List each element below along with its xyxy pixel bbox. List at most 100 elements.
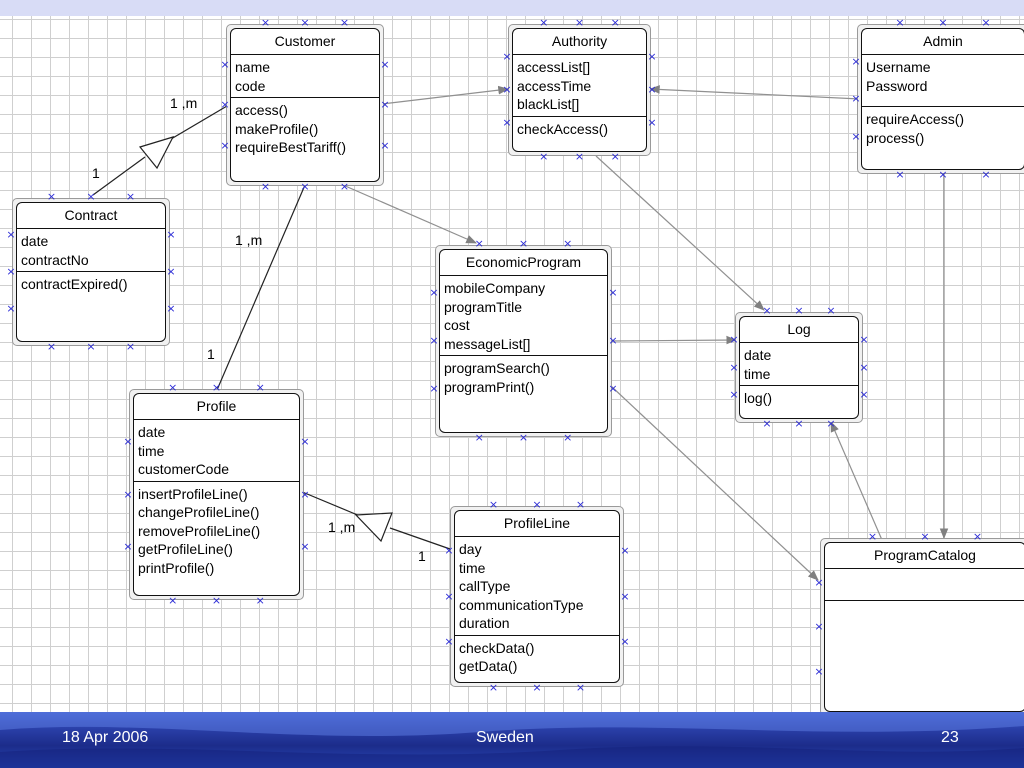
selection-handle-icon[interactable]: ×: [86, 340, 96, 353]
selection-handle-icon[interactable]: ×: [380, 138, 390, 152]
selection-handle-icon[interactable]: ×: [168, 594, 178, 607]
class-contract[interactable]: Contract date contractNo contractExpired…: [12, 198, 170, 346]
selection-handle-icon[interactable]: ×: [620, 589, 630, 603]
selection-handle-icon[interactable]: ×: [794, 304, 804, 317]
selection-handle-icon[interactable]: ×: [563, 431, 573, 444]
selection-handle-icon[interactable]: ×: [814, 575, 824, 589]
selection-handle-icon[interactable]: ×: [575, 681, 586, 694]
selection-handle-icon[interactable]: ×: [575, 498, 586, 511]
selection-handle-icon[interactable]: ×: [518, 237, 529, 250]
class-authority[interactable]: Authority accessList[] accessTime blackL…: [508, 24, 651, 156]
selection-handle-icon[interactable]: ×: [444, 544, 454, 558]
selection-handle-icon[interactable]: ×: [867, 530, 878, 543]
selection-handle-icon[interactable]: ×: [532, 681, 542, 694]
selection-handle-icon[interactable]: ×: [166, 228, 176, 241]
selection-handle-icon[interactable]: ×: [474, 237, 484, 250]
selection-handle-icon[interactable]: ×: [125, 340, 136, 353]
class-profile-line[interactable]: ProfileLine day time callType communicat…: [450, 506, 624, 687]
selection-handle-icon[interactable]: ×: [895, 168, 905, 181]
selection-handle-icon[interactable]: ×: [518, 431, 529, 444]
selection-handle-icon[interactable]: ×: [211, 381, 222, 394]
selection-handle-icon[interactable]: ×: [762, 417, 772, 430]
selection-handle-icon[interactable]: ×: [220, 57, 230, 71]
selection-handle-icon[interactable]: ×: [762, 304, 772, 317]
selection-handle-icon[interactable]: ×: [981, 16, 991, 29]
selection-handle-icon[interactable]: ×: [339, 180, 350, 193]
selection-handle-icon[interactable]: ×: [220, 98, 230, 111]
selection-handle-icon[interactable]: ×: [938, 168, 948, 181]
selection-handle-icon[interactable]: ×: [647, 116, 657, 129]
selection-handle-icon[interactable]: ×: [255, 594, 265, 607]
selection-handle-icon[interactable]: ×: [474, 431, 484, 444]
selection-handle-icon[interactable]: ×: [647, 50, 657, 63]
selection-handle-icon[interactable]: ×: [125, 190, 136, 203]
selection-handle-icon[interactable]: ×: [574, 150, 585, 163]
class-log[interactable]: Log date time log(): [735, 312, 863, 423]
selection-handle-icon[interactable]: ×: [211, 594, 222, 607]
selection-handle-icon[interactable]: ×: [380, 98, 390, 111]
selection-handle-icon[interactable]: ×: [6, 228, 16, 241]
selection-handle-icon[interactable]: ×: [300, 434, 310, 448]
selection-handle-icon[interactable]: ×: [444, 634, 454, 648]
selection-handle-icon[interactable]: ×: [972, 530, 983, 543]
selection-handle-icon[interactable]: ×: [260, 180, 271, 193]
class-customer[interactable]: Customer name code access() makeProfile(…: [226, 24, 384, 186]
selection-handle-icon[interactable]: ×: [859, 388, 869, 402]
selection-handle-icon[interactable]: ×: [6, 302, 16, 315]
class-profile[interactable]: Profile date time customerCode insertPro…: [129, 389, 304, 600]
selection-handle-icon[interactable]: ×: [859, 360, 869, 374]
selection-handle-icon[interactable]: ×: [429, 334, 439, 347]
selection-handle-icon[interactable]: ×: [794, 417, 804, 430]
selection-handle-icon[interactable]: ×: [563, 237, 573, 250]
selection-handle-icon[interactable]: ×: [166, 265, 176, 278]
selection-handle-icon[interactable]: ×: [895, 16, 905, 29]
class-economic-program[interactable]: EconomicProgram mobileCompany programTit…: [435, 245, 612, 437]
selection-handle-icon[interactable]: ×: [429, 382, 439, 395]
selection-handle-icon[interactable]: ×: [851, 92, 861, 105]
selection-handle-icon[interactable]: ×: [610, 150, 620, 163]
selection-handle-icon[interactable]: ×: [255, 381, 265, 394]
selection-handle-icon[interactable]: ×: [729, 388, 739, 402]
selection-handle-icon[interactable]: ×: [938, 16, 948, 29]
selection-handle-icon[interactable]: ×: [610, 16, 620, 29]
class-program-catalog[interactable]: ProgramCatalog: [820, 538, 1024, 716]
selection-handle-icon[interactable]: ×: [488, 681, 499, 694]
selection-handle-icon[interactable]: ×: [729, 360, 739, 374]
selection-handle-icon[interactable]: ×: [539, 150, 549, 163]
selection-handle-icon[interactable]: ×: [620, 544, 630, 558]
selection-handle-icon[interactable]: ×: [502, 116, 512, 129]
selection-handle-icon[interactable]: ×: [166, 302, 176, 315]
selection-handle-icon[interactable]: ×: [859, 332, 869, 346]
selection-handle-icon[interactable]: ×: [444, 589, 454, 603]
selection-handle-icon[interactable]: ×: [851, 129, 861, 143]
selection-handle-icon[interactable]: ×: [488, 498, 499, 511]
selection-handle-icon[interactable]: ×: [647, 83, 657, 96]
selection-handle-icon[interactable]: ×: [300, 180, 310, 193]
selection-handle-icon[interactable]: ×: [539, 16, 549, 29]
selection-handle-icon[interactable]: ×: [608, 382, 618, 395]
selection-handle-icon[interactable]: ×: [300, 16, 310, 29]
selection-handle-icon[interactable]: ×: [981, 168, 991, 181]
selection-handle-icon[interactable]: ×: [168, 381, 178, 394]
selection-handle-icon[interactable]: ×: [814, 664, 824, 678]
selection-handle-icon[interactable]: ×: [608, 286, 618, 299]
selection-handle-icon[interactable]: ×: [729, 332, 739, 346]
selection-handle-icon[interactable]: ×: [920, 530, 930, 543]
selection-handle-icon[interactable]: ×: [220, 138, 230, 152]
selection-handle-icon[interactable]: ×: [300, 540, 310, 554]
selection-handle-icon[interactable]: ×: [46, 340, 57, 353]
selection-handle-icon[interactable]: ×: [574, 16, 585, 29]
selection-handle-icon[interactable]: ×: [300, 487, 310, 501]
selection-handle-icon[interactable]: ×: [123, 434, 133, 448]
selection-handle-icon[interactable]: ×: [608, 334, 618, 347]
selection-handle-icon[interactable]: ×: [826, 304, 836, 317]
selection-handle-icon[interactable]: ×: [532, 498, 542, 511]
selection-handle-icon[interactable]: ×: [851, 54, 861, 68]
selection-handle-icon[interactable]: ×: [86, 190, 96, 203]
selection-handle-icon[interactable]: ×: [429, 286, 439, 299]
selection-handle-icon[interactable]: ×: [123, 540, 133, 554]
selection-handle-icon[interactable]: ×: [502, 50, 512, 63]
selection-handle-icon[interactable]: ×: [6, 265, 16, 278]
selection-handle-icon[interactable]: ×: [46, 190, 57, 203]
selection-handle-icon[interactable]: ×: [826, 417, 836, 430]
